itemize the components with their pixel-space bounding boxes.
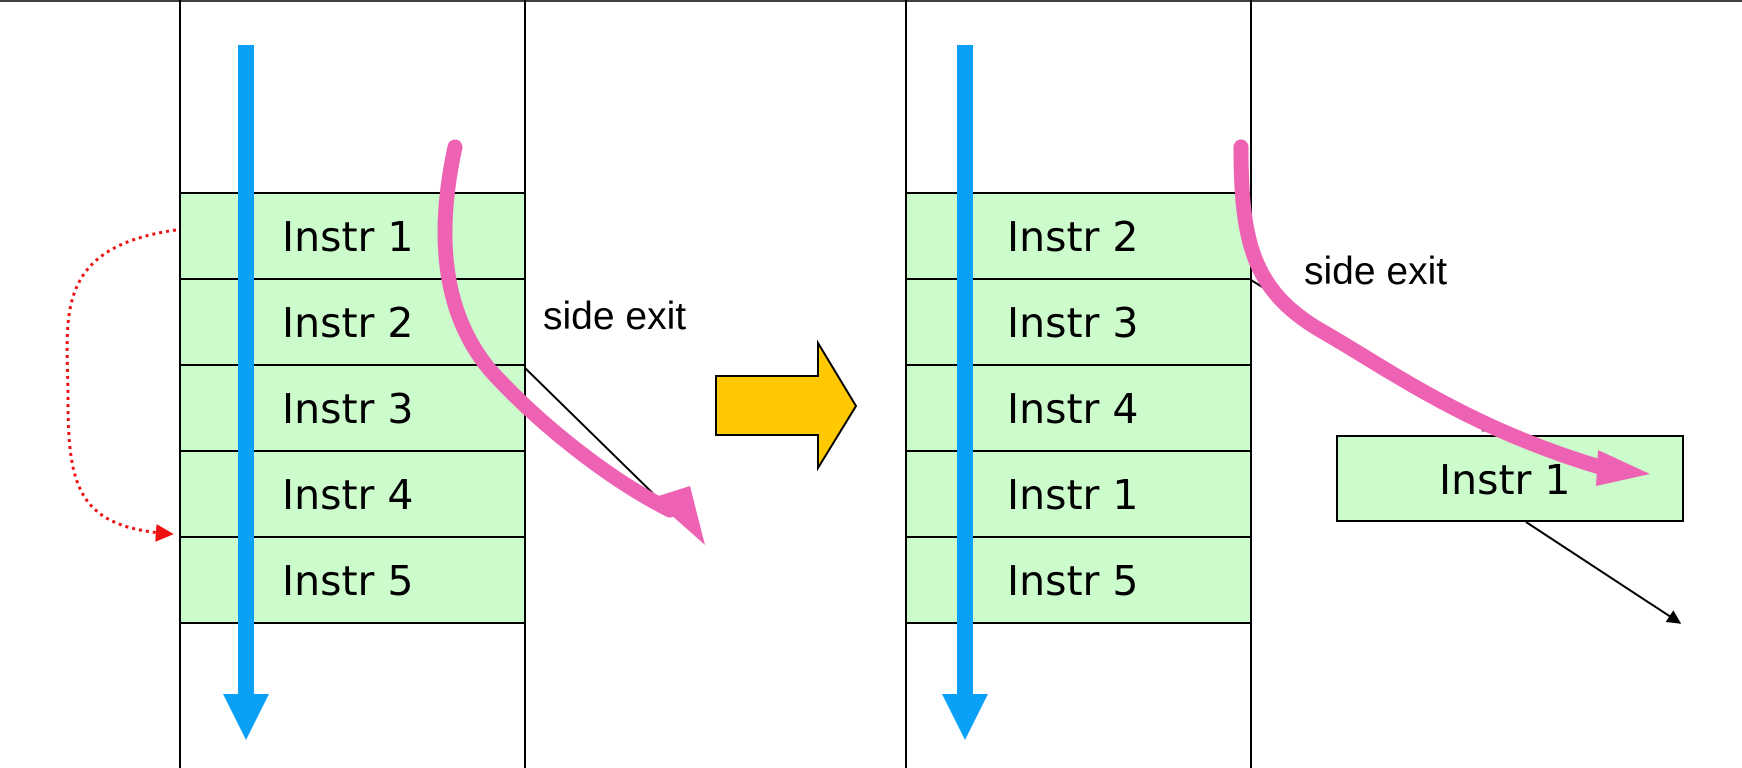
instruction-label: Instr 4 [1007,385,1139,433]
side-exit-label: side exit [1304,250,1447,293]
instruction-label: Instr 4 [282,471,414,519]
instruction-box: Instr 5 [179,536,526,624]
dotted-curved-arrow-icon [65,228,177,542]
left-instruction-stack: Instr 1 Instr 2 Instr 3 Instr 4 Instr 5 [179,192,526,624]
left-panel: Instr 1 Instr 2 Instr 3 Instr 4 Instr 5 [65,0,705,768]
instruction-label: Instr 1 [1007,471,1139,519]
instruction-label: Instr 3 [1007,299,1139,347]
instruction-label: Instr 1 [282,213,414,261]
instruction-label: Instr 1 [1439,456,1571,504]
block-right-arrow-icon [715,339,858,472]
moved-instruction-box: Instr 1 [1336,435,1684,522]
right-panel: Instr 2 Instr 3 Instr 4 Instr 1 Instr 5 [905,0,1684,768]
instruction-box: Instr 3 [179,364,526,452]
side-exit-line [524,367,673,513]
down-arrow-icon [942,45,988,740]
side-exit-label: side exit [543,295,686,338]
instruction-box: Instr 1 [179,192,526,280]
instruction-box: Instr 4 [179,450,526,538]
curved-arrow-icon [1233,139,1650,486]
instruction-label: Instr 2 [282,299,414,347]
down-arrow-icon [223,45,269,740]
instruction-label: Instr 2 [1007,213,1139,261]
side-exit-line [1525,521,1682,624]
instruction-label: Instr 5 [282,557,414,605]
instruction-label: Instr 5 [1007,557,1139,605]
curved-arrow-icon [437,139,705,545]
instruction-label: Instr 3 [282,385,414,433]
